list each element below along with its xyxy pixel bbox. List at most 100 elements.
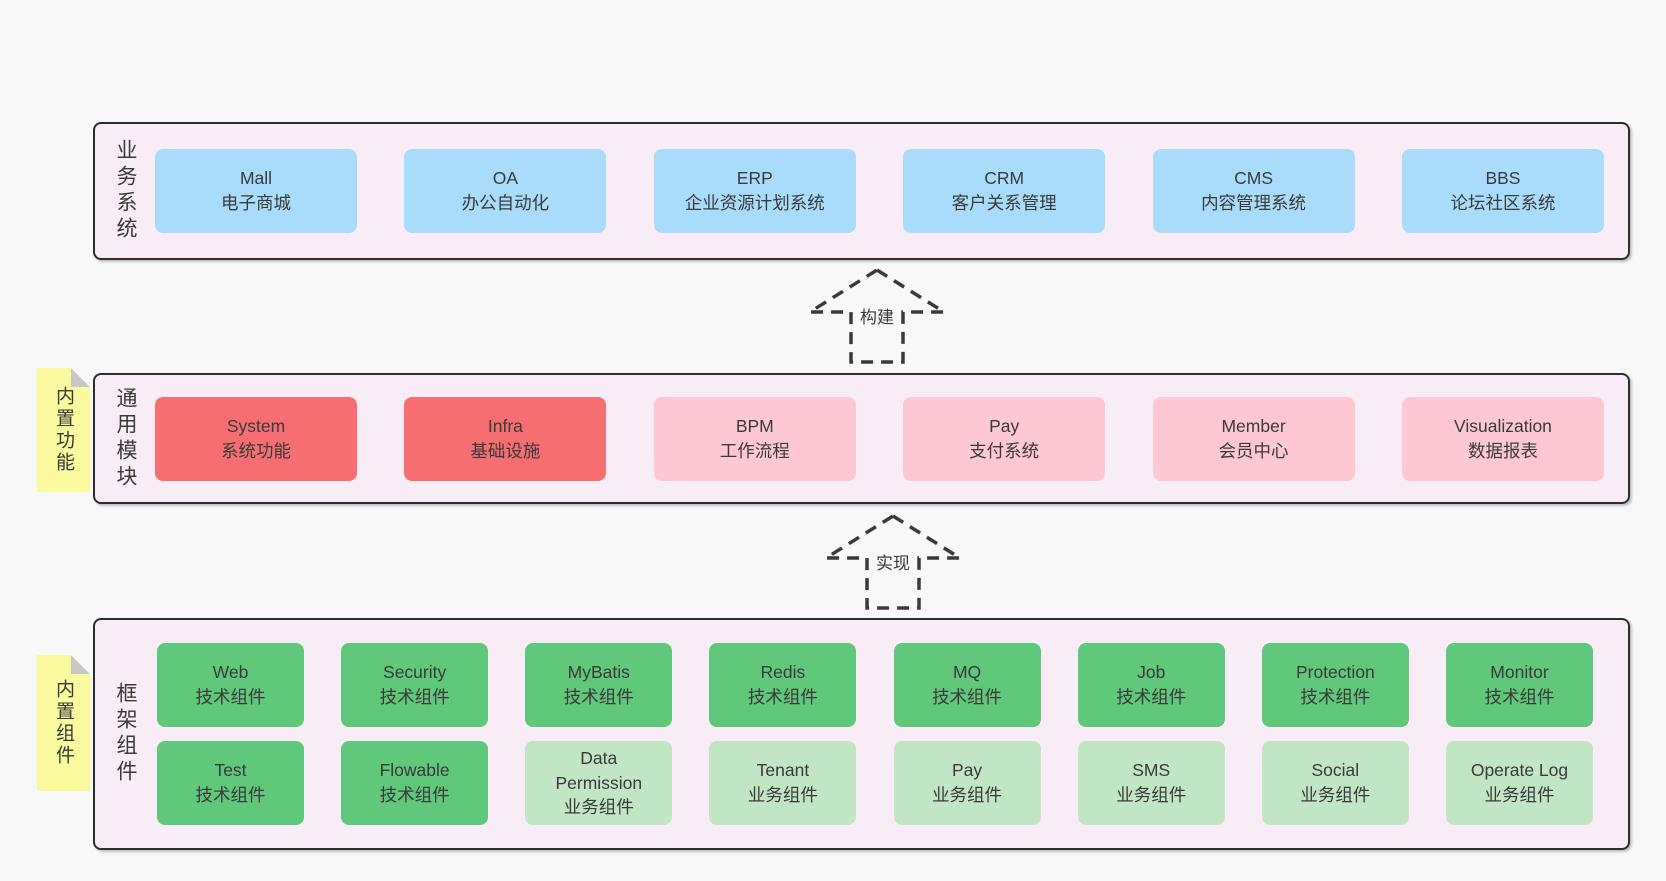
box-title: Flowable — [379, 760, 450, 781]
box-subtitle: 技术组件 — [379, 687, 450, 707]
box-title: Data Permission — [555, 747, 643, 793]
sticky-label-built-in-features: 内置功能 — [53, 386, 74, 474]
box-subtitle: 论坛社区系统 — [1450, 193, 1556, 213]
box-subtitle: 技术组件 — [563, 687, 634, 707]
box-subtitle: 电子商城 — [221, 193, 291, 213]
box-subtitle: 系统功能 — [221, 440, 291, 461]
arrow-build-label: 构建 — [857, 303, 897, 328]
box-title: MyBatis — [567, 662, 630, 683]
box-subtitle: 数据报表 — [1467, 440, 1538, 461]
box-operate-log: Operate Log 业务组件 — [1445, 741, 1593, 825]
box-monitor: Monitor 技术组件 — [1445, 643, 1593, 727]
box-subtitle: 办公自动化 — [461, 193, 550, 213]
box-subtitle: 内容管理系统 — [1201, 193, 1307, 213]
box-title: BPM — [735, 415, 774, 436]
box-subtitle: 业务组件 — [1116, 785, 1187, 805]
section-label-wrap: 通用模块 — [103, 375, 147, 502]
box-title: Mall — [239, 168, 273, 189]
box-member: Member 会员中心 — [1152, 396, 1355, 481]
box-tenant: Tenant 业务组件 — [709, 741, 857, 825]
box-title: Operate Log — [1470, 760, 1569, 781]
box-title: Job — [1137, 662, 1166, 683]
box-title: SMS — [1132, 760, 1171, 781]
arrow-build: 构建 — [807, 266, 947, 365]
box-title: Monitor — [1490, 662, 1549, 683]
box-subtitle: 技术组件 — [379, 785, 450, 805]
box-title: ERP — [736, 168, 773, 189]
box-title: Infra — [487, 415, 523, 436]
box-subtitle: 技术组件 — [1300, 687, 1371, 707]
box-title: BBS — [1485, 168, 1521, 189]
section-business-systems: 业务系统 Mall 电子商城 OA 办公自动化 ERP 企业资源计划系统 CRM 客户关系管理… — [93, 122, 1630, 260]
box-infra: Infra 基础设施 — [404, 396, 607, 481]
box-bpm: BPM 工作流程 — [653, 396, 856, 481]
box-subtitle: 企业资源计划系统 — [684, 193, 825, 213]
box-subtitle: 业务组件 — [563, 797, 634, 818]
sticky-fold-icon — [71, 655, 90, 674]
box-title: Security — [383, 662, 447, 683]
box-title: OA — [492, 168, 519, 189]
box-oa: OA 办公自动化 — [404, 149, 607, 233]
box-subtitle: 技术组件 — [1484, 687, 1555, 707]
section-label-business: 业务系统 — [114, 139, 137, 243]
section-label-framework: 框架组件 — [114, 682, 137, 786]
dashed-up-arrow-icon — [823, 513, 963, 610]
sticky-note-built-in-components: 内置组件 — [37, 655, 90, 791]
sticky-label-built-in-components: 内置组件 — [53, 679, 74, 767]
section-framework-components: 框架组件 Web 技术组件 Security 技术组件 MyBatis 技术组件 Redis… — [93, 618, 1630, 850]
section-label-wrap: 业务系统 — [103, 124, 147, 258]
box-web: Web 技术组件 — [157, 643, 304, 727]
arrow-implement: 实现 — [823, 512, 963, 611]
box-title: Pay — [989, 415, 1020, 436]
box-sms: SMS 业务组件 — [1077, 741, 1225, 825]
box-title: Pay — [951, 760, 983, 781]
box-protection: Protection 技术组件 — [1261, 643, 1409, 727]
box-flowable: Flowable 技术组件 — [341, 741, 489, 825]
sticky-note-built-in-features: 内置功能 — [37, 368, 90, 492]
box-title: Tenant — [756, 760, 810, 781]
box-subtitle: 技术组件 — [1116, 687, 1187, 707]
box-subtitle: 技术组件 — [195, 785, 266, 805]
box-title: Redis — [760, 662, 806, 683]
box-mall: Mall 电子商城 — [155, 149, 357, 233]
section-label-modules: 通用模块 — [114, 386, 137, 491]
box-bbs: BBS 论坛社区系统 — [1401, 149, 1604, 233]
box-subtitle: 技术组件 — [195, 687, 266, 707]
box-subtitle: 技术组件 — [932, 687, 1003, 707]
box-subtitle: 工作流程 — [719, 440, 790, 461]
box-subtitle: 基础设施 — [470, 440, 541, 461]
box-subtitle: 会员中心 — [1218, 440, 1289, 461]
box-subtitle: 业务组件 — [932, 785, 1003, 805]
box-data-permission: Data Permission 业务组件 — [525, 741, 673, 825]
box-subtitle: 业务组件 — [747, 785, 818, 805]
arrow-implement-label: 实现 — [873, 549, 913, 574]
section-label-wrap: 框架组件 — [103, 620, 147, 848]
box-title: Member — [1221, 415, 1286, 436]
box-job: Job 技术组件 — [1077, 643, 1225, 727]
box-crm: CRM 客户关系管理 — [903, 149, 1106, 233]
box-security: Security 技术组件 — [341, 643, 489, 727]
sticky-fold-icon — [71, 368, 90, 387]
box-title: MQ — [952, 662, 982, 683]
box-subtitle: 支付系统 — [969, 440, 1040, 461]
box-title: Social — [1311, 760, 1360, 781]
box-subtitle: 客户关系管理 — [951, 193, 1057, 213]
dashed-up-arrow-icon — [807, 267, 947, 364]
box-subtitle: 业务组件 — [1484, 785, 1555, 805]
box-subtitle: 技术组件 — [747, 687, 818, 707]
box-title: CRM — [984, 168, 1025, 189]
box-title: Web — [212, 662, 249, 683]
box-title: Protection — [1295, 662, 1375, 683]
